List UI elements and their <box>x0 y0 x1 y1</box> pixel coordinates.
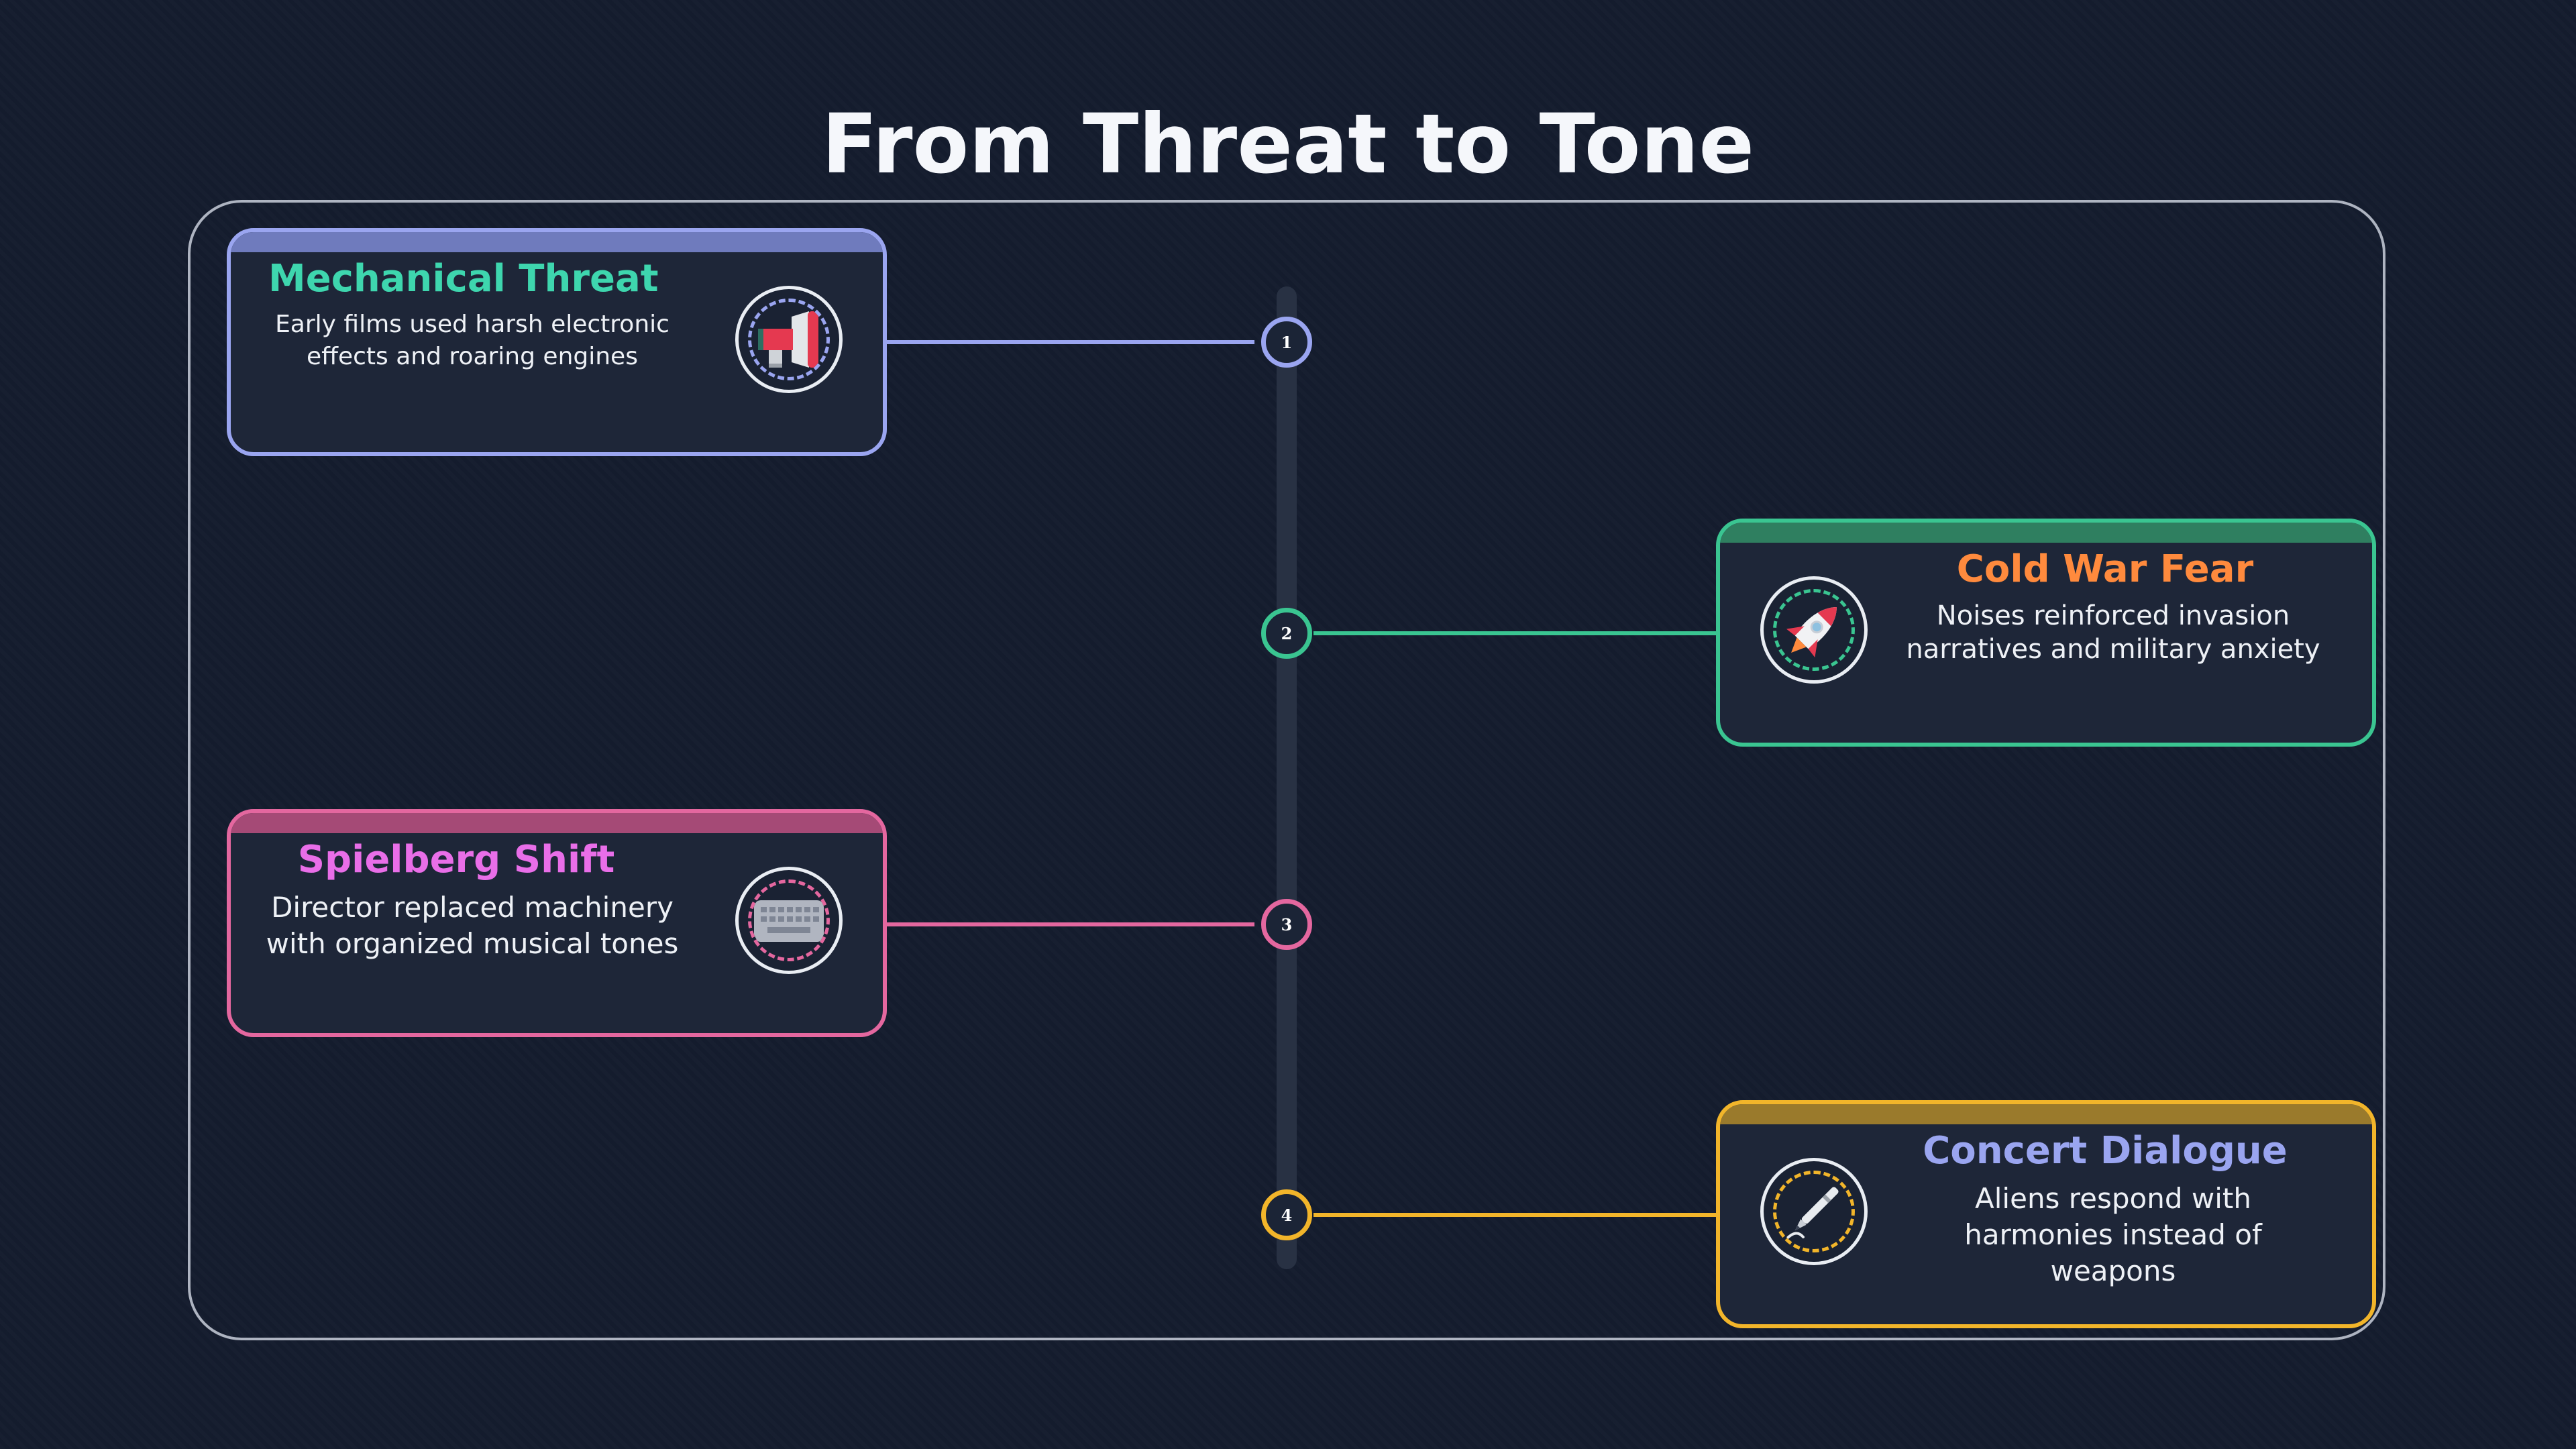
card-2-description: Noises reinforced invasion narratives an… <box>1906 600 2320 665</box>
connector-2 <box>1313 631 1719 635</box>
card-4-description: Aliens respond with harmonies instead of… <box>1964 1182 2262 1287</box>
timeline-card-4: Concert Dialogue Aliens respond with har… <box>1716 1100 2376 1328</box>
card-3-header-band <box>231 813 883 833</box>
connector-3 <box>885 922 1254 926</box>
timeline-node-1: 1 <box>1261 317 1312 368</box>
card-3-title: Spielberg Shift <box>297 838 615 881</box>
card-1-icon-badge <box>735 286 843 393</box>
connector-1 <box>885 340 1254 344</box>
keyboard-icon <box>754 900 824 942</box>
timeline-spine <box>1277 286 1297 1269</box>
card-4-title: Concert Dialogue <box>1923 1129 2288 1173</box>
page-title: From Threat to Tone <box>821 97 1755 192</box>
timeline-node-2: 2 <box>1261 608 1312 659</box>
timeline-node-4: 4 <box>1261 1189 1312 1240</box>
card-2-icon-badge <box>1760 576 1868 684</box>
timeline-node-3: 3 <box>1261 899 1312 950</box>
card-1-title: Mechanical Threat <box>268 257 659 301</box>
card-1-description: Early films used harsh electronic effect… <box>275 311 669 370</box>
megaphone-icon <box>758 311 818 368</box>
pen-icon <box>1786 1187 1839 1240</box>
card-1-header-band <box>231 232 883 252</box>
timeline-card-1: Mechanical Threat Early films used harsh… <box>227 228 887 456</box>
timeline-card-3: Spielberg Shift Director replaced machin… <box>227 809 887 1037</box>
card-4-icon-badge <box>1760 1158 1868 1265</box>
card-2-header-band <box>1720 523 2372 543</box>
timeline-card-2: Cold War Fear Noises reinforced invasion… <box>1716 519 2376 747</box>
timeline-frame <box>188 200 2385 1340</box>
card-4-header-band <box>1720 1104 2372 1124</box>
card-3-icon-badge <box>735 867 843 974</box>
card-3-description: Director replaced machinery with organiz… <box>266 891 679 960</box>
connector-4 <box>1313 1213 1719 1217</box>
rocket-icon <box>1786 607 1837 658</box>
card-2-title: Cold War Fear <box>1956 547 2254 591</box>
